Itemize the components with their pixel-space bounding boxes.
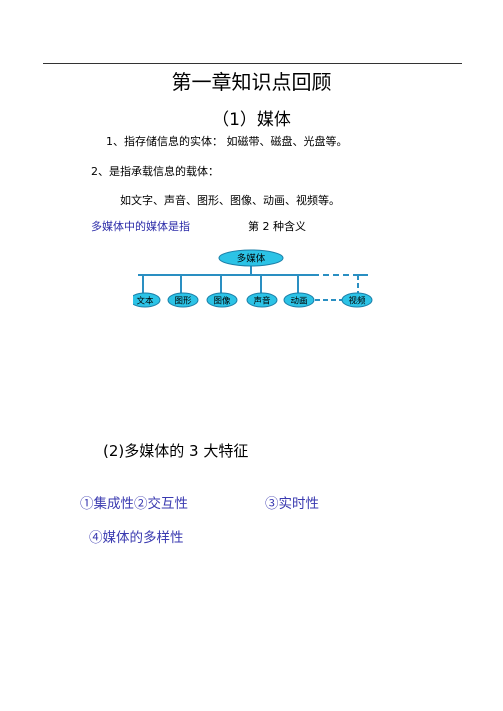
diagram-node: [167, 292, 199, 308]
diagram-node: [341, 292, 373, 308]
diagram-root-label: 多媒体: [237, 253, 266, 265]
header-rule: [43, 63, 462, 64]
features-line-1a: ①集成性②交互性: [80, 496, 188, 512]
diagram-node-label: 视频: [348, 296, 366, 307]
features-line-2: ④媒体的多样性: [89, 530, 184, 546]
diagram-node: [206, 292, 238, 308]
section1-heading: （1）媒体: [212, 110, 291, 130]
diagram-node-label: 图像: [213, 296, 231, 307]
diagram-node: [283, 292, 315, 308]
section2-heading: (2)多媒体的 3 大特征: [103, 442, 249, 460]
media-examples: 如文字、声音、图形、图像、动画、视频等。: [120, 194, 340, 207]
diagram-node: [246, 292, 278, 308]
diagram-node-label: 声音: [253, 296, 271, 307]
media-definition-1: 1、指存储信息的实体： 如磁带、磁盘、光盘等。: [106, 135, 348, 148]
features-line-1b: ③实时性: [265, 496, 319, 512]
diagram-node: [133, 292, 161, 308]
diagram-node-label: 文本: [136, 296, 154, 307]
diagram-node-label: 动画: [290, 296, 307, 307]
diagram-node-label: 图形: [174, 297, 192, 307]
media-note-blue: 多媒体中的媒体是指: [91, 220, 190, 233]
media-definition-2: 2、是指承载信息的载体：: [91, 165, 219, 178]
media-diagram: 多媒体 文本 图形 图像 声音 动画 视频: [133, 249, 373, 308]
page-title: 第一章知识点回顾: [171, 70, 332, 94]
media-note-black: 第 2 种含义: [248, 220, 306, 233]
diagram-root-node: [218, 249, 284, 267]
